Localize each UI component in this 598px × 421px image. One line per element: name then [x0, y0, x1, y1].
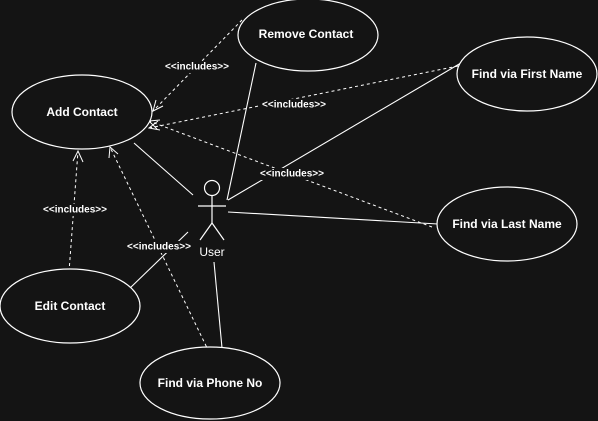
- include-line-find-phone: [109, 146, 210, 353]
- svg-text:<<includes>>: <<includes>>: [127, 242, 191, 253]
- use-case-add-contact[interactable]: Add Contact: [11, 74, 153, 150]
- include-arrowhead-find-phone: [108, 145, 119, 159]
- association-find-last-name: [227, 211, 439, 225]
- include-label-edit-contact: <<includes>>: [40, 204, 110, 216]
- include-line-find-first-name: [148, 65, 459, 129]
- association-find-phone: [213, 261, 223, 349]
- use-case-find-phone[interactable]: Find via Phone No: [139, 346, 281, 420]
- use-case-find-first-name[interactable]: Find via First Name: [456, 36, 598, 112]
- include-label-find-phone: <<includes>>: [124, 241, 194, 253]
- use-case-label: Find via Last Name: [452, 217, 562, 231]
- svg-text:<<includes>>: <<includes>>: [165, 62, 229, 73]
- use-case-label: Find via Phone No: [158, 376, 263, 390]
- use-case-find-last-name[interactable]: Find via Last Name: [436, 186, 578, 262]
- use-case-label: Remove Contact: [259, 27, 354, 41]
- svg-text:<<includes>>: <<includes>>: [43, 205, 107, 216]
- svg-text:<<includes>>: <<includes>>: [260, 169, 324, 180]
- association-remove-contact: [226, 62, 257, 201]
- include-arrowhead-edit-contact: [72, 149, 84, 163]
- use-case-label: Add Contact: [46, 105, 117, 119]
- svg-text:<<includes>>: <<includes>>: [262, 100, 326, 111]
- include-arrowhead-remove-contact: [152, 99, 164, 112]
- include-arrowhead-find-first-name: [147, 120, 161, 131]
- include-label-remove-contact: <<includes>>: [162, 61, 232, 73]
- actor-user[interactable]: User: [198, 179, 226, 260]
- use-case-edit-contact[interactable]: Edit Contact: [0, 268, 141, 344]
- use-case-label: Find via First Name: [472, 67, 583, 81]
- actor-label: User: [199, 245, 224, 259]
- use-case-remove-contact[interactable]: Remove Contact: [237, 0, 379, 72]
- include-label-find-last-name: <<includes>>: [257, 168, 327, 180]
- use-case-label: Edit Contact: [35, 299, 106, 313]
- include-label-find-first-name: <<includes>>: [259, 99, 329, 111]
- association-add-contact: [133, 142, 194, 196]
- stick-figure-icon: [198, 179, 226, 241]
